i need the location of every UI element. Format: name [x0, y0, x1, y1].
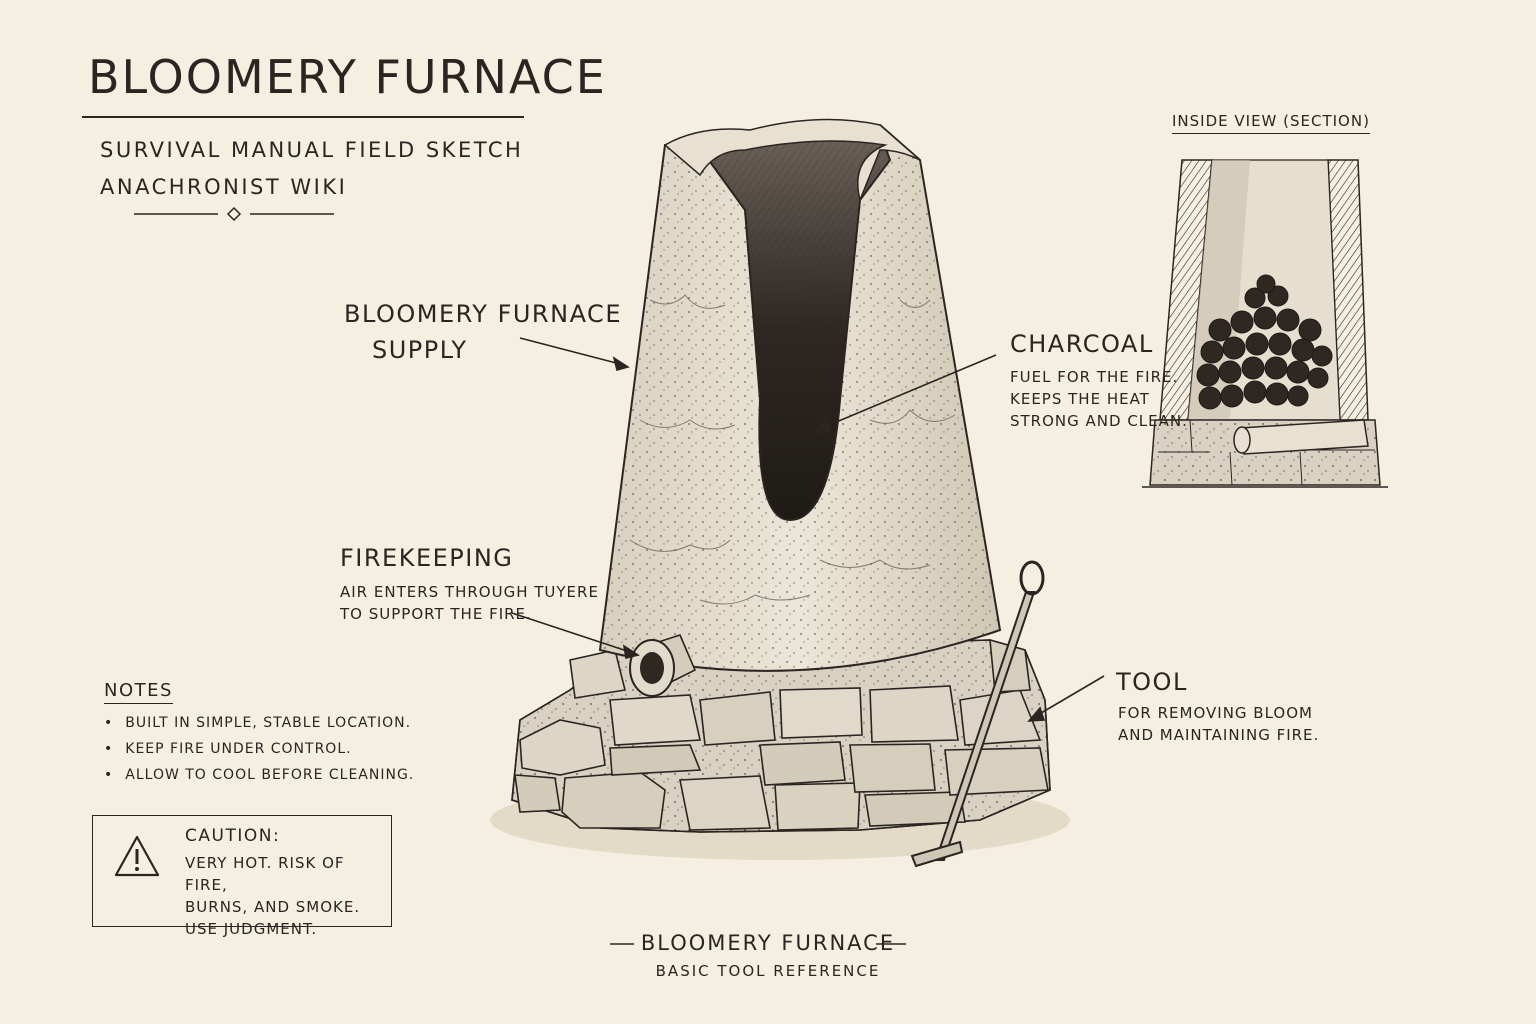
tool-rake	[910, 560, 1045, 868]
furnace-rim	[663, 118, 921, 203]
page-title: BLOOMERY FURNACE	[88, 50, 607, 104]
supply-arrow	[519, 337, 621, 365]
supply-label-line2: SUPPLY	[372, 336, 468, 364]
list-item: ALLOW TO COOL BEFORE CLEANING.	[104, 762, 414, 788]
firekeeping-description: AIR ENTERS THROUGH TUYERE TO SUPPORT THE…	[340, 583, 599, 623]
divider-ornament	[134, 206, 334, 222]
warning-triangle-icon	[114, 835, 160, 877]
firekeeping-label: FIREKEEPING	[340, 544, 514, 572]
tool-description: FOR REMOVING BLOOM AND MAINTAINING FIRE.	[1118, 704, 1320, 744]
caution-box: CAUTION: VERY HOT. RISK OF FIRE, BURNS, …	[92, 815, 392, 938]
notes-heading: NOTES	[104, 680, 173, 704]
charcoal-description: FUEL FOR THE FIRE. KEEPS THE HEAT STRONG…	[1010, 368, 1188, 430]
title-underline	[82, 116, 524, 118]
tool-arrow	[1035, 675, 1105, 717]
inset-section-view	[1142, 159, 1388, 488]
notes-list: BUILT IN SIMPLE, STABLE LOCATION. KEEP F…	[104, 710, 414, 788]
list-item: KEEP FIRE UNDER CONTROL.	[104, 736, 414, 762]
caution-text: VERY HOT. RISK OF FIRE, BURNS, AND SMOKE…	[185, 854, 361, 938]
supply-label: BLOOMERY FURNACE	[344, 300, 622, 328]
footer-title: BLOOMERY FURNACE	[640, 931, 896, 955]
inset-charcoal	[1196, 274, 1333, 410]
charcoal-label: CHARCOAL	[1010, 330, 1154, 358]
inset-title: INSIDE VIEW (SECTION)	[1172, 112, 1370, 134]
subtitle-field-sketch: SURVIVAL MANUAL FIELD SKETCH	[100, 138, 524, 162]
footer-subtitle: BASIC TOOL REFERENCE	[655, 962, 881, 980]
charcoal-arrow	[821, 354, 997, 429]
caution-heading: CAUTION:	[185, 826, 281, 846]
firekeeping-arrow	[511, 612, 631, 653]
subtitle-wiki: ANACHRONIST WIKI	[100, 175, 348, 199]
list-item: BUILT IN SIMPLE, STABLE LOCATION.	[104, 710, 414, 736]
tool-label: TOOL	[1116, 668, 1188, 696]
tuyere	[629, 634, 697, 697]
